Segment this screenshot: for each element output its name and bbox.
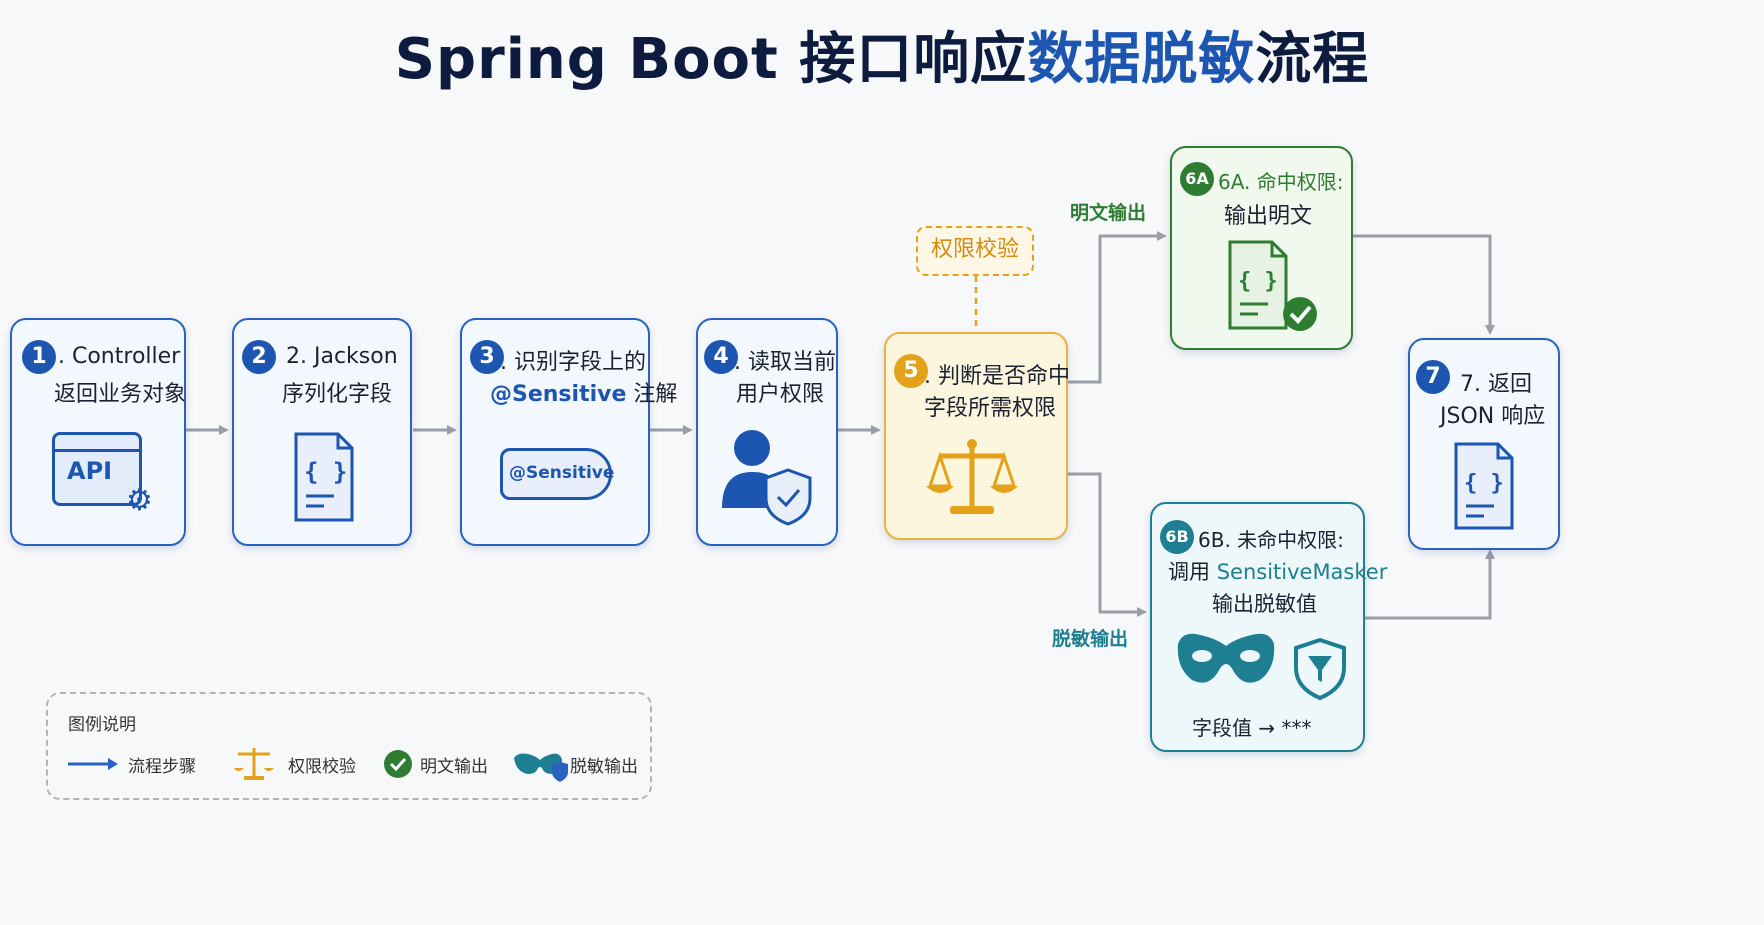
gear-icon: ⚙ [126, 483, 153, 518]
title-part1: Spring Boot 接口响应 [394, 27, 1028, 92]
step-subtitle: @Sensitive 注解 [490, 376, 677, 408]
step-title: 6A. 命中权限: [1218, 170, 1344, 194]
tag-label: @Sensitive [509, 463, 615, 483]
step-title: . 识别字段上的 [500, 350, 646, 375]
step-title: . 读取当前 [734, 350, 836, 375]
api-window-icon: API [52, 432, 142, 506]
svg-text:{ }: { } [1238, 269, 1278, 294]
legend: 图例说明 流程步骤 权限校验 明文输出 脱敏输出 [46, 692, 652, 800]
call-prefix: 调用 [1168, 560, 1217, 584]
annotation-suffix: 注解 [633, 382, 678, 407]
step-badge: 4 [704, 340, 738, 374]
step-subtitle: 返回业务对象 [54, 382, 187, 407]
sensitive-tag-icon: @Sensitive [500, 448, 615, 500]
legend-item-plain: 明文输出 [420, 757, 488, 777]
step-6a-plaintext: 6A 6A. 命中权限: 输出明文 { } [1170, 146, 1353, 350]
step-subtitle: 用户权限 [736, 382, 825, 407]
check-icon [384, 750, 412, 778]
json-document-icon: { } [294, 432, 354, 522]
step-badge: 1 [22, 340, 56, 374]
step-subtitle: 输出明文 [1224, 204, 1313, 229]
edge-label-masked: 脱敏输出 [1052, 628, 1129, 650]
step-badge: 7 [1416, 360, 1450, 394]
json-document-icon: { } [1454, 442, 1514, 530]
api-label: API [67, 457, 113, 485]
step-badge: 6B [1160, 520, 1194, 554]
step-4-permission: 4 . 读取当前 用户权限 [696, 318, 838, 546]
permission-check-tag: 权限校验 [916, 226, 1034, 276]
edge-label-plain: 明文输出 [1070, 202, 1147, 224]
step-subtitle: 字段所需权限 [924, 396, 1057, 421]
svg-text:{ }: { } [304, 458, 347, 486]
arrow-6a-7 [1353, 234, 1495, 335]
step-title: 7. 返回 [1460, 372, 1532, 397]
legend-item-check: 权限校验 [288, 757, 356, 777]
step-6b-masked: 6B 6B. 未命中权限: 调用 SensitiveMasker 输出脱敏值 字… [1150, 502, 1387, 752]
window-bar [55, 435, 139, 452]
legend-item-step: 流程步骤 [128, 757, 196, 777]
legend-icons [68, 748, 568, 782]
mask-icon [1177, 633, 1275, 683]
step-subtitle: 序列化字段 [282, 382, 393, 407]
document-check-icon: { } [1228, 240, 1317, 331]
step-1-controller: 1 . Controller 返回业务对象 API ⚙ [10, 318, 186, 546]
page-title: Spring Boot 接口响应数据脱敏流程 [0, 14, 1764, 95]
scale-icon [234, 748, 274, 780]
step-call-line: 调用 SensitiveMasker [1168, 556, 1387, 586]
masker-class-name: SensitiveMasker [1216, 560, 1388, 584]
mask-icon [514, 753, 568, 782]
arrow-5-6a [1068, 231, 1167, 384]
step-badge: 2 [242, 340, 276, 374]
step-5-decision: 5 . 判断是否命中 字段所需权限 [884, 332, 1070, 540]
step-title: . Controller [58, 344, 181, 369]
step-title: 2. Jackson [286, 344, 398, 369]
step-subtitle: 输出脱敏值 [1212, 592, 1317, 616]
title-highlight: 数据脱敏 [1027, 27, 1256, 92]
field-value-mask: 字段值 → *** [1192, 716, 1312, 740]
svg-text:{ }: { } [1464, 471, 1504, 496]
scale-icon [926, 439, 1018, 514]
step-badge: 5 [894, 354, 928, 388]
legend-item-masked: 脱敏输出 [570, 757, 638, 777]
arrow-6b-7 [1365, 549, 1495, 620]
step-title: 6B. 未命中权限: [1198, 528, 1344, 552]
legend-title: 图例说明 [68, 715, 136, 735]
step-2-jackson: 2 2. Jackson 序列化字段 { } [232, 318, 412, 546]
step-3-sensitive: 3 . 识别字段上的 @Sensitive 注解 @Sensitive [460, 318, 677, 546]
arrow-5-6b [1068, 472, 1147, 617]
step-subtitle: JSON 响应 [1440, 404, 1546, 429]
annotation-name: @Sensitive [490, 382, 627, 407]
step-badge: 6A [1180, 162, 1214, 196]
step-badge: 3 [470, 340, 504, 374]
step-title: . 判断是否命中 [924, 364, 1070, 389]
user-shield-icon [722, 430, 812, 526]
title-part3: 流程 [1255, 27, 1370, 92]
step-7-response: 7 7. 返回 JSON 响应 { } [1408, 338, 1560, 550]
mask-shield-icons [1177, 633, 1346, 701]
